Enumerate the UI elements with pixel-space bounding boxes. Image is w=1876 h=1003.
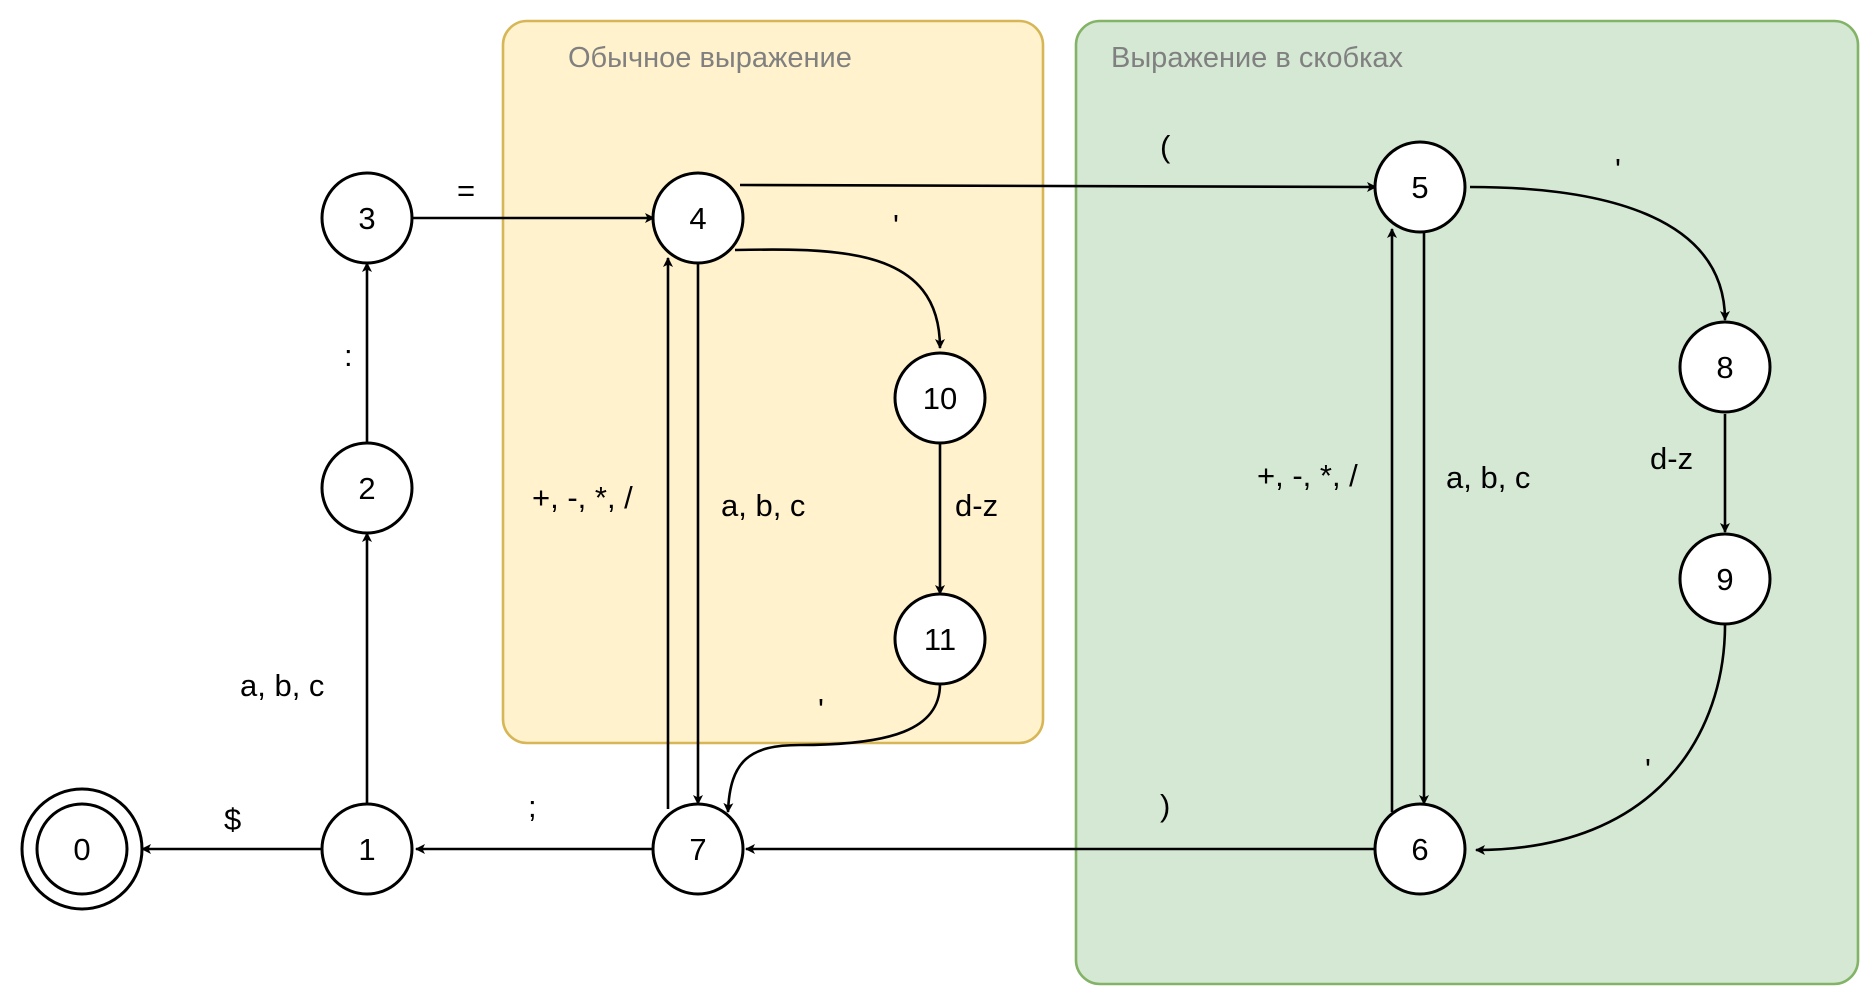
- group-normal-expression-title: Обычное выражение: [568, 42, 852, 74]
- svg-text:5: 5: [1411, 170, 1428, 205]
- edge-5-to-8: [1469, 185, 1730, 321]
- svg-text:10: 10: [923, 381, 957, 416]
- svg-text:3: 3: [358, 201, 375, 236]
- svg-text:7: 7: [689, 832, 706, 867]
- edge-4-to-10: [734, 248, 945, 349]
- group-bracket-expression-title: Выражение в скобках: [1111, 42, 1404, 74]
- edge-label-6-to-5: +, -, *, /: [1257, 458, 1358, 493]
- svg-text:2: 2: [358, 471, 375, 506]
- state-11: 11: [893, 592, 987, 686]
- svg-text:1: 1: [358, 832, 375, 867]
- edge-label-9-to-6-quote: ': [1645, 752, 1651, 787]
- edge-label-dollar: $: [224, 802, 241, 837]
- edge-label-11-to-7-quote: ': [818, 692, 824, 727]
- svg-text:8: 8: [1716, 350, 1733, 385]
- svg-text:11: 11: [924, 622, 956, 657]
- edge-label-7-to-4: +, -, *, /: [532, 480, 633, 515]
- state-6: 6: [1373, 802, 1467, 896]
- svg-text:9: 9: [1716, 562, 1733, 597]
- edge-label-open-paren: (: [1160, 129, 1171, 164]
- edge-label-4-to-7: a, b, c: [721, 488, 805, 523]
- edge-label-equals: =: [457, 173, 475, 208]
- svg-text:6: 6: [1411, 832, 1428, 867]
- edge-label-10-to-11: d-z: [955, 488, 998, 523]
- group-normal-expression: [501, 19, 1045, 745]
- edge-label-5-to-6: a, b, c: [1446, 460, 1530, 495]
- edge-4-to-5: [739, 181, 1377, 192]
- svg-text:0: 0: [73, 832, 90, 867]
- edge-label-close-paren: ): [1160, 788, 1170, 823]
- edge-label-5-to-8-quote: ': [1615, 152, 1621, 187]
- state-0: 0: [20, 787, 144, 911]
- edge-label-1-to-2: a, b, c: [240, 668, 324, 703]
- state-1: 1: [320, 802, 414, 896]
- edge-9-to-6: [1475, 624, 1727, 855]
- edge-11-to-7: [723, 683, 942, 813]
- state-8: 8: [1678, 320, 1772, 414]
- group-bracket-expression: [1074, 19, 1860, 986]
- edge-label-8-to-9: d-z: [1650, 441, 1693, 476]
- state-10: 10: [893, 351, 987, 445]
- edge-label-semicolon: ;: [528, 789, 537, 824]
- svg-text:4: 4: [689, 201, 706, 236]
- state-2: 2: [320, 441, 414, 535]
- state-4: 4: [651, 171, 745, 265]
- edge-label-4-to-10-quote: ': [893, 208, 899, 243]
- edge-label-colon: :: [344, 338, 353, 373]
- state-5: 5: [1373, 140, 1467, 234]
- state-9: 9: [1678, 532, 1772, 626]
- state-7: 7: [651, 802, 745, 896]
- state-3: 3: [320, 171, 414, 265]
